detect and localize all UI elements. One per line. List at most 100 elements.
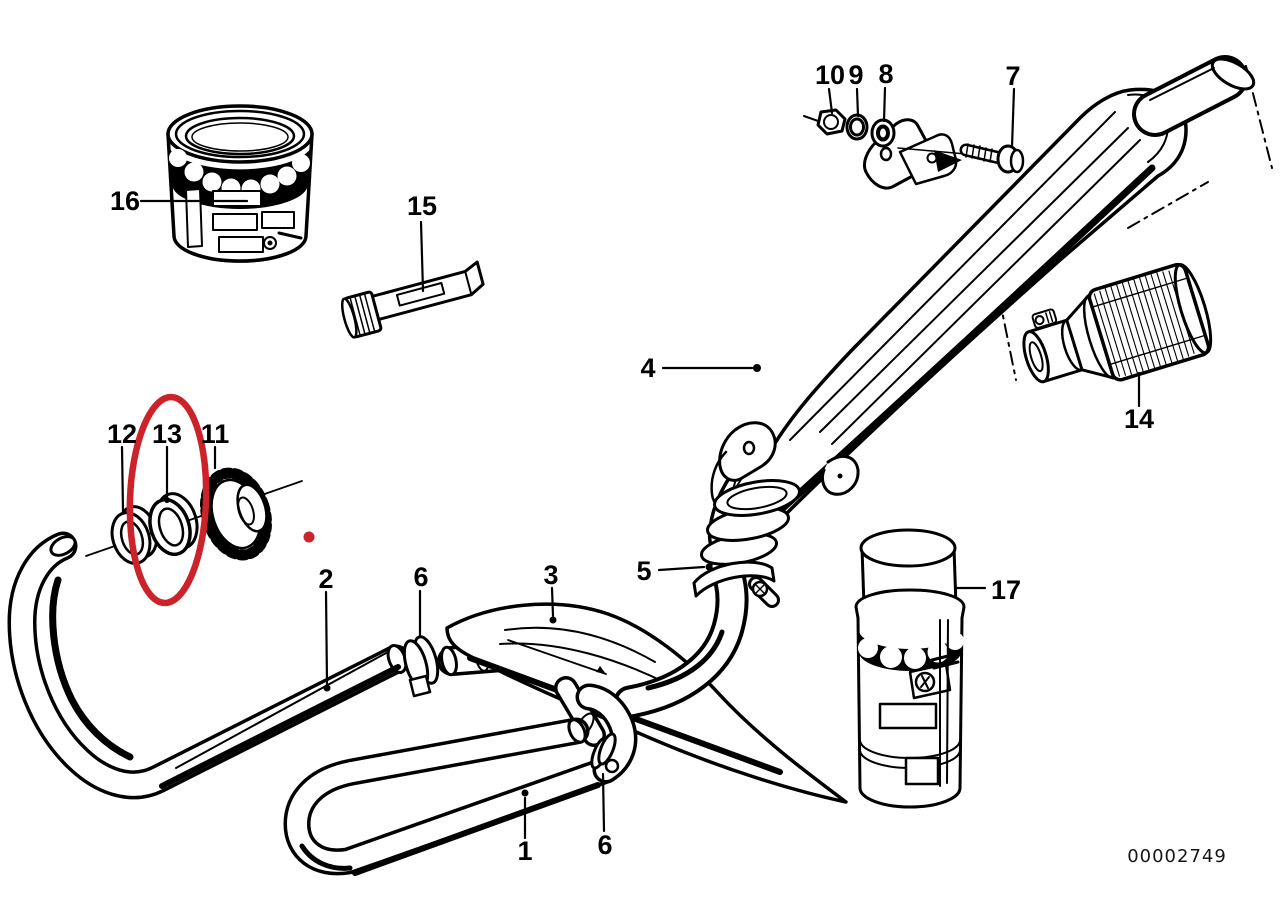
header-pipe-bottom	[283, 683, 638, 876]
hex-nut-bore	[823, 114, 839, 130]
clamp5-band	[692, 560, 776, 598]
pipe1-lower-shadow	[352, 782, 601, 876]
spraycan-dashes	[930, 652, 960, 670]
callout-7: 7	[1005, 61, 1020, 91]
callout-13: 13	[152, 419, 182, 449]
callout-1: 1	[517, 836, 532, 866]
collector-down-stub-fill	[557, 679, 603, 744]
spring-washer-ring	[849, 117, 865, 137]
pipe1-fill	[287, 721, 616, 872]
elbow-and-joint	[613, 479, 801, 719]
spraycan-badge-glyph	[920, 675, 930, 689]
collector-ridge-1	[504, 626, 656, 663]
callout-4: 4	[640, 353, 655, 383]
callout-8: 8	[878, 59, 893, 89]
leader-dot-3	[549, 616, 557, 624]
ring13-bore	[157, 507, 185, 547]
rear-muffler	[707, 55, 1256, 558]
tube-fold-line	[464, 270, 473, 296]
sealant-tube	[340, 260, 485, 339]
spraycan-label-1	[878, 702, 938, 730]
clamp5-bolt-cross	[754, 583, 766, 595]
spraycan-seam-lines	[939, 619, 949, 787]
nut-pointer-line	[803, 115, 819, 122]
highlight-dot	[303, 531, 315, 543]
leader-15	[419, 220, 425, 293]
callout-9: 9	[848, 60, 863, 90]
callout-6b: 6	[597, 830, 612, 860]
hex-nut	[816, 108, 847, 136]
leader-12	[120, 445, 125, 513]
leader-7	[1010, 87, 1016, 149]
bracket-wedge	[934, 150, 962, 172]
bolt-threads	[965, 143, 993, 163]
leader-dot-2	[323, 684, 331, 692]
bolt-head-side	[1009, 148, 1025, 174]
header-pipe-left	[7, 531, 411, 800]
can-label-seal-dot	[267, 240, 273, 246]
highlight-ellipse	[126, 393, 210, 607]
leader-5	[657, 565, 706, 572]
can-label-4	[218, 236, 264, 253]
callout-5: 5	[636, 556, 651, 586]
elbow-shadow	[645, 629, 725, 691]
front-hanger-hole	[742, 440, 756, 456]
tube-label-window	[395, 282, 446, 307]
rear-hanger-hole	[837, 473, 843, 479]
leader-dot-5	[705, 563, 713, 571]
muffler-ridge-line-2	[831, 139, 1141, 445]
leader-3	[550, 586, 555, 618]
coupling-bore	[1028, 341, 1044, 373]
elbow-fill	[617, 553, 745, 715]
clamp-6-left	[402, 635, 440, 698]
pipe2-mouth-top	[49, 535, 77, 557]
bolt-axis-line	[897, 147, 967, 155]
leader-10	[827, 87, 834, 115]
spray-can	[854, 528, 966, 809]
spraycan-cap-top	[859, 528, 957, 568]
collector-inlet-mouth	[440, 645, 458, 677]
pipe2-bend-shadow	[49, 576, 134, 761]
callout-15: 15	[407, 191, 437, 221]
clamp6b-band-2	[597, 732, 617, 766]
flat-washer	[870, 118, 896, 148]
ring-set	[85, 467, 303, 565]
can-rim-outer	[166, 104, 314, 164]
boundary-hidden-edge	[1127, 181, 1209, 229]
paint-can	[166, 104, 314, 263]
can-label-1	[212, 190, 262, 207]
flat-washer-bore	[876, 124, 890, 142]
sleeve11-bore	[237, 496, 255, 526]
bolt-shaft	[962, 146, 1004, 162]
can-rim-inner	[174, 109, 306, 159]
tail-pipe-tip	[1210, 57, 1256, 91]
flex-coupling	[1022, 262, 1213, 384]
muffler-top-seam	[789, 111, 1116, 441]
tail-pipe-highlight	[1149, 67, 1215, 101]
leader-2	[324, 590, 329, 686]
boundary-right	[1245, 65, 1273, 169]
socket-ring-3	[713, 479, 801, 517]
leader-lines	[120, 86, 1141, 840]
pipe1-bend-shadow	[299, 843, 353, 871]
leader-dots	[164, 364, 761, 797]
callout-3: 3	[543, 560, 558, 590]
pipe1-elbow-fill	[579, 687, 634, 780]
can-label-strip	[185, 188, 203, 248]
pipe2-fill	[11, 535, 407, 796]
leader-dot-1	[521, 789, 529, 797]
tube-cap-end	[340, 297, 358, 339]
spraycan-label-2	[904, 756, 940, 786]
tail-pipe-fill	[1136, 59, 1244, 133]
clamp6b-bolt	[604, 758, 620, 774]
leader-8	[882, 86, 887, 123]
coupling-ribs	[1093, 270, 1195, 377]
pipe1-mouth	[567, 718, 587, 744]
fasteners-top	[803, 108, 1025, 174]
callout-12: 12	[107, 419, 137, 449]
callout-2: 2	[318, 564, 333, 594]
clamp-screw-slots	[1045, 311, 1054, 324]
doc-number: 00002749	[1127, 846, 1227, 867]
socket-ring-3-inner	[726, 485, 788, 511]
